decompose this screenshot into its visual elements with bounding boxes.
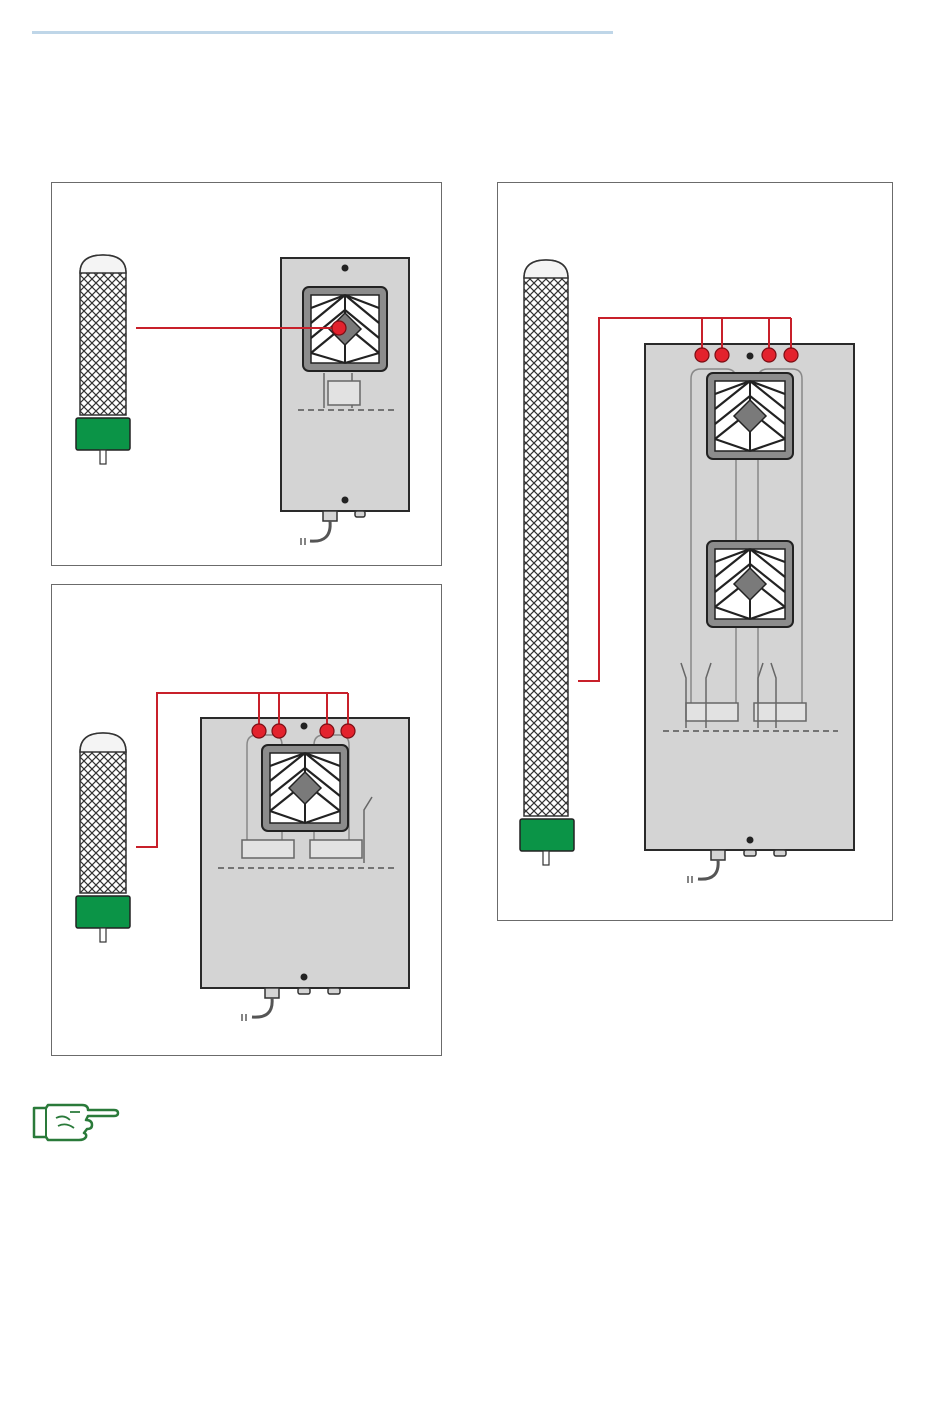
connector-dot xyxy=(332,321,346,335)
uv-lamp xyxy=(76,255,130,464)
diagram-single-lamp xyxy=(52,183,441,565)
lamp-base xyxy=(520,819,574,851)
power-cable xyxy=(310,521,330,541)
connector-dot xyxy=(272,724,286,738)
fan-grille-icon xyxy=(707,373,793,459)
diagram-four-lamp-two-fans xyxy=(498,183,892,920)
screw-icon xyxy=(301,723,308,730)
housing xyxy=(201,718,409,1021)
uv-lamp xyxy=(520,260,574,865)
pointing-hand-icon xyxy=(30,1100,120,1149)
screw-icon xyxy=(342,497,349,504)
connector-dot xyxy=(784,348,798,362)
housing xyxy=(281,258,409,545)
diagram-panel-four-lamp-one-fan xyxy=(51,584,442,1056)
connector-dot xyxy=(762,348,776,362)
connector-dot xyxy=(320,724,334,738)
housing xyxy=(645,344,854,883)
screw-icon xyxy=(301,974,308,981)
diagram-panel-single-lamp xyxy=(51,182,442,566)
connector-dot xyxy=(341,724,355,738)
diagram-panel-four-lamp-two-fans xyxy=(497,182,893,921)
fan-grille-icon xyxy=(707,541,793,627)
connector-dot xyxy=(695,348,709,362)
connector-dot xyxy=(252,724,266,738)
power-cable xyxy=(252,998,272,1017)
power-cable xyxy=(698,860,718,879)
screw-icon xyxy=(747,353,754,360)
screw-icon xyxy=(747,837,754,844)
lamp-base xyxy=(76,418,130,450)
fan-grille-icon xyxy=(262,745,348,831)
lamp-base xyxy=(76,896,130,928)
diagram-four-lamp-one-fan xyxy=(52,585,441,1055)
connector-dot xyxy=(715,348,729,362)
header-rule xyxy=(32,31,613,34)
screw-icon xyxy=(342,265,349,272)
uv-lamp xyxy=(76,733,130,942)
